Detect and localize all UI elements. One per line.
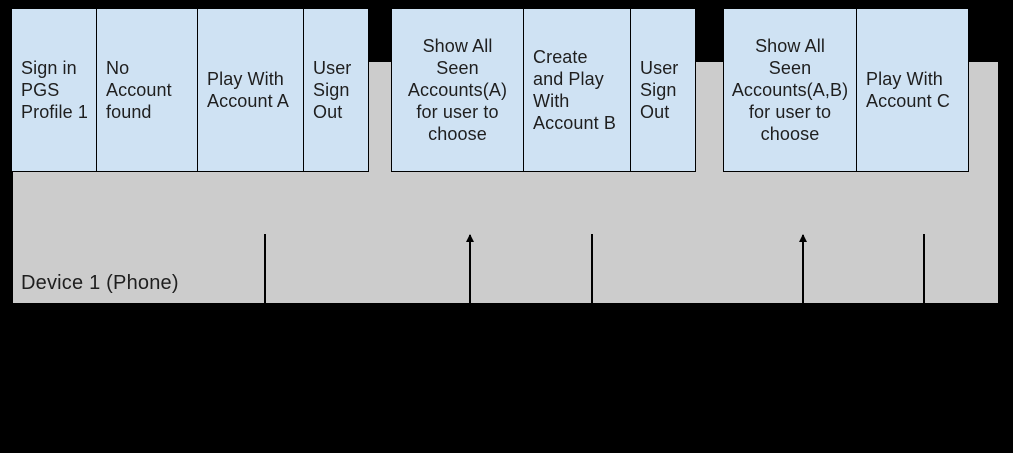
state-box-label: Play With Account C	[866, 69, 950, 111]
state-box-sign-in-pgs-profile-1: Sign in PGS Profile 1	[12, 9, 97, 171]
state-box-show-seen-accounts-a: Show All Seen Accounts(A) for user to ch…	[392, 9, 524, 171]
state-box-create-play-account-b: Create and Play With Account B	[524, 9, 631, 171]
state-group-1: Sign in PGS Profile 1 No Account found P…	[11, 8, 369, 172]
arrow-up-icon	[799, 234, 807, 242]
state-box-no-account-found: No Account found	[97, 9, 198, 171]
state-box-label: Play With Account A	[207, 69, 289, 111]
state-box-label: Show All Seen Accounts(A) for user to ch…	[407, 36, 508, 144]
state-box-label: Create and Play With Account B	[533, 47, 616, 133]
connector-line-create-play-account-b	[591, 234, 593, 303]
connector-arrow-show-seen-accounts-ab	[799, 234, 807, 303]
state-box-label: No Account found	[106, 58, 172, 122]
connector-line-play-with-account-a	[264, 234, 266, 303]
state-box-show-seen-accounts-ab: Show All Seen Accounts(A,B) for user to …	[724, 9, 857, 171]
state-box-play-with-account-c: Play With Account C	[857, 9, 968, 171]
state-group-3: Show All Seen Accounts(A,B) for user to …	[723, 8, 969, 172]
state-box-label: User Sign Out	[313, 58, 352, 122]
device-label: Device 1 (Phone)	[21, 272, 179, 294]
state-box-label: Show All Seen Accounts(A,B) for user to …	[731, 36, 849, 144]
state-box-user-sign-out-1: User Sign Out	[304, 9, 368, 171]
state-box-play-with-account-a: Play With Account A	[198, 9, 304, 171]
state-group-2: Show All Seen Accounts(A) for user to ch…	[391, 8, 696, 172]
connector-arrow-show-seen-accounts-a	[466, 234, 474, 303]
state-box-label: User Sign Out	[640, 58, 679, 122]
connector-line-play-with-account-c	[923, 234, 925, 303]
arrow-up-icon	[466, 234, 474, 242]
state-box-label: Sign in PGS Profile 1	[21, 58, 88, 122]
state-box-user-sign-out-2: User Sign Out	[631, 9, 695, 171]
